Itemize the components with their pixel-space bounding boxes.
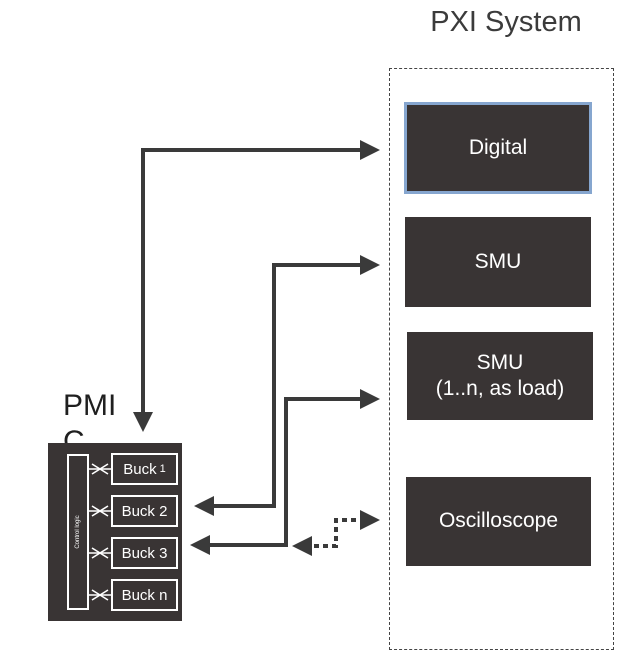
pxi-system-title: PXI System (430, 6, 582, 38)
buck-switch-marks (89, 463, 111, 601)
smu-load-connection (190, 389, 380, 555)
buck-n-label: Buck n (121, 586, 168, 604)
pmic-chip (48, 443, 182, 621)
pmic-label: PMIC (63, 389, 117, 446)
control-logic-block (67, 454, 89, 610)
buck-2-label: Buck 2 (121, 502, 168, 520)
buck-3[interactable]: Buck 3 (111, 537, 178, 569)
digital-connection (133, 140, 380, 432)
buck-n[interactable]: Buck n (111, 579, 178, 611)
buck-2[interactable]: Buck 2 (111, 495, 178, 527)
oscilloscope-probe-connection (292, 510, 380, 556)
smu-module[interactable]: SMU (405, 217, 591, 307)
smu-load-module[interactable]: SMU (1..n, as load) (407, 332, 593, 420)
buck-1-subscript: 1 (159, 463, 166, 475)
buck-3-label: Buck 3 (121, 544, 168, 562)
digital-module[interactable]: Digital (404, 102, 592, 194)
buck-1-label: Buck (123, 460, 157, 478)
pxi-system-frame (389, 68, 614, 650)
oscilloscope-module[interactable]: Oscilloscope (406, 477, 591, 566)
